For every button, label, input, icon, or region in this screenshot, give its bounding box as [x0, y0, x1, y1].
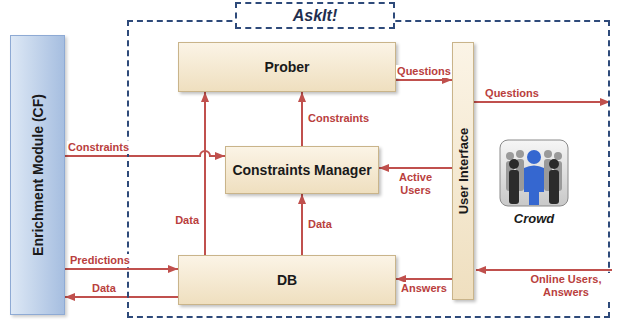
connector	[396, 278, 452, 280]
edge-label: Predictions	[69, 254, 131, 267]
connector	[379, 167, 452, 169]
edge-label: Data	[307, 218, 333, 231]
edge-label: Answers	[400, 282, 448, 295]
process-box: Constraints Manager	[225, 146, 379, 194]
system-title: AskIt!	[235, 2, 395, 29]
incoming-arrow	[476, 269, 612, 271]
edge-label: Data	[174, 214, 200, 227]
connector	[301, 92, 303, 146]
connector	[65, 268, 178, 270]
node-label: Constraints Manager	[232, 162, 371, 179]
edge-label: Questions	[396, 65, 452, 78]
connector	[65, 296, 178, 298]
interface-bar: User Interface	[452, 42, 474, 300]
connector	[396, 79, 452, 81]
edge-label: Data	[91, 282, 117, 295]
flow-label: Questions	[484, 87, 540, 100]
connector	[204, 92, 206, 255]
edge-label: Constraints	[307, 112, 370, 125]
process-box: Prober	[178, 42, 396, 92]
edge-label: Active Users	[390, 171, 442, 197]
node-label: Enrichment Module (CF)	[30, 94, 46, 256]
crowd-icon	[500, 140, 568, 206]
node-label: Prober	[264, 59, 309, 76]
crowd-label: Crowd	[514, 211, 554, 226]
node-label: DB	[277, 272, 297, 289]
connector	[301, 194, 303, 255]
outgoing-arrow	[474, 101, 610, 103]
module-box: Enrichment Module (CF)	[10, 35, 65, 315]
node-label: User Interface	[456, 128, 471, 215]
edge-label: Constraints	[67, 141, 130, 154]
database-box: DB	[178, 255, 396, 305]
flow-label: Online Users, Answers	[519, 273, 613, 299]
